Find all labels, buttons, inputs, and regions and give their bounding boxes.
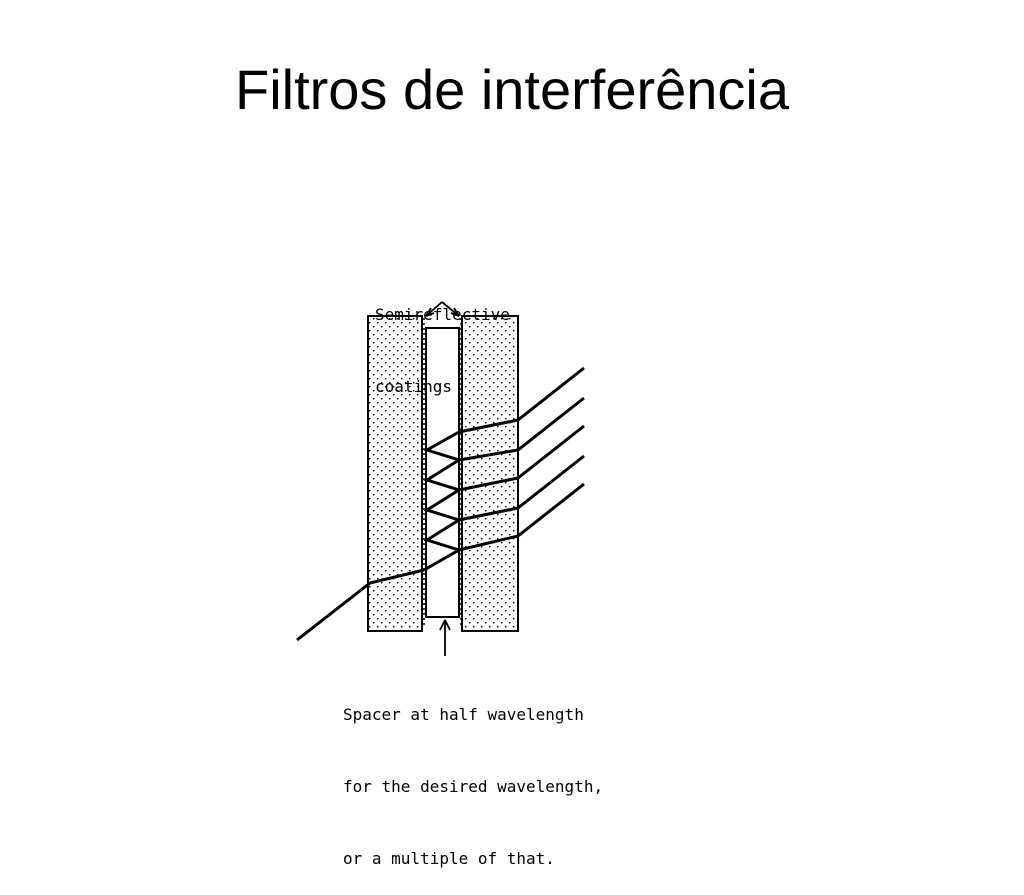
slide-title: Filtros de interferência bbox=[234, 58, 789, 121]
transmitted-ray bbox=[458, 366, 585, 434]
transmitted-ray bbox=[458, 454, 585, 522]
spacer-label: Spacer at half wavelength for the desire… bbox=[343, 655, 603, 895]
transmitted-ray bbox=[458, 482, 585, 552]
internal-reflections bbox=[423, 430, 463, 572]
light-ray-paths bbox=[296, 366, 585, 642]
spacer-label-line-1: Spacer at half wavelength bbox=[343, 705, 584, 724]
coatings-arrows bbox=[425, 301, 460, 317]
coatings-label: Semireflective coatings bbox=[375, 255, 510, 423]
interference-filter-diagram bbox=[296, 301, 585, 656]
coatings-label-line-1: Semireflective bbox=[375, 305, 510, 324]
transmitted-ray bbox=[458, 396, 585, 462]
spacer-gap bbox=[425, 327, 460, 618]
spacer-label-line-2: for the desired wavelength, bbox=[343, 777, 604, 796]
right-glass-plate bbox=[461, 315, 519, 632]
coatings-label-line-2: coatings bbox=[375, 377, 453, 396]
spacer-arrow bbox=[439, 619, 451, 656]
semireflective-coating-lines bbox=[423, 318, 462, 628]
transmitted-ray bbox=[458, 424, 585, 492]
incident-ray bbox=[296, 568, 425, 642]
spacer-label-line-3: or a multiple of that. bbox=[343, 849, 555, 868]
